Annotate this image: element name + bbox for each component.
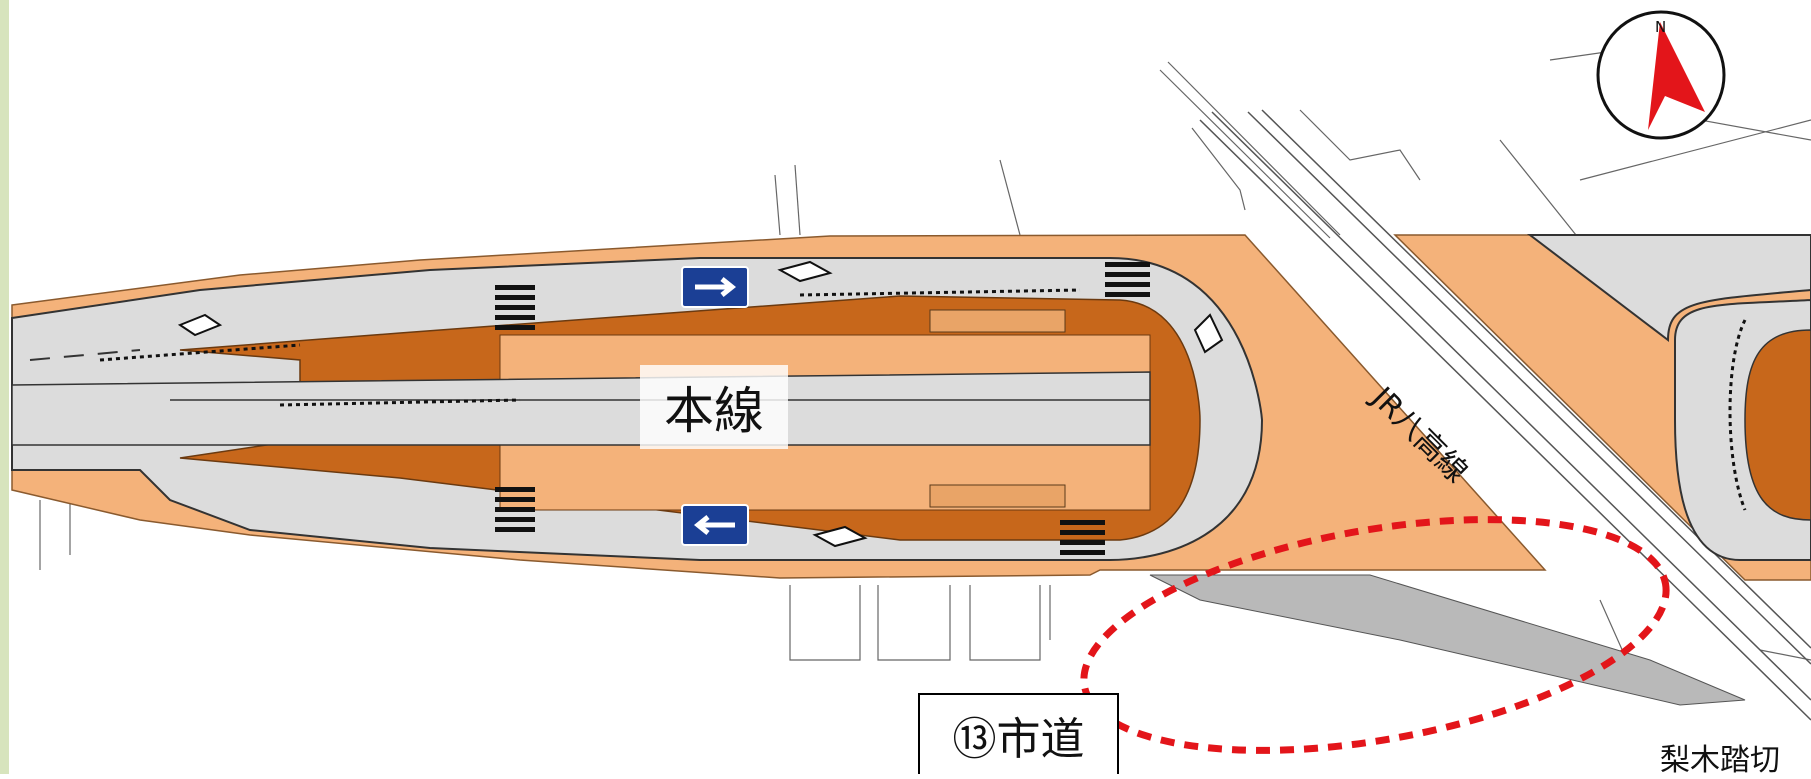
highlight-ellipse <box>1080 516 1670 754</box>
background-linework <box>39 49 1811 701</box>
left-margin-strip <box>0 0 9 774</box>
road-surface-right <box>1527 234 1811 561</box>
right-inner-island <box>1744 329 1811 521</box>
crosswalks <box>495 262 1150 555</box>
diamond-markings <box>177 260 1224 548</box>
gravel-path <box>1149 574 1746 706</box>
stair-blocks <box>929 309 1066 508</box>
rail-tracks <box>1199 109 1811 721</box>
north-arrow-icon <box>1596 10 1726 140</box>
north-label: N <box>1655 18 1667 36</box>
main-line-roadway <box>11 371 1151 446</box>
rail-crossing-label: 梨木踏切 <box>1660 743 1780 778</box>
city-road-label: ⑬市道 <box>918 693 1119 774</box>
channel-hatching <box>99 288 1747 511</box>
main-line-label: 本線 <box>640 365 788 449</box>
right-arrow-sign-icon <box>681 266 749 308</box>
left-arrow-sign-icon <box>681 504 749 546</box>
